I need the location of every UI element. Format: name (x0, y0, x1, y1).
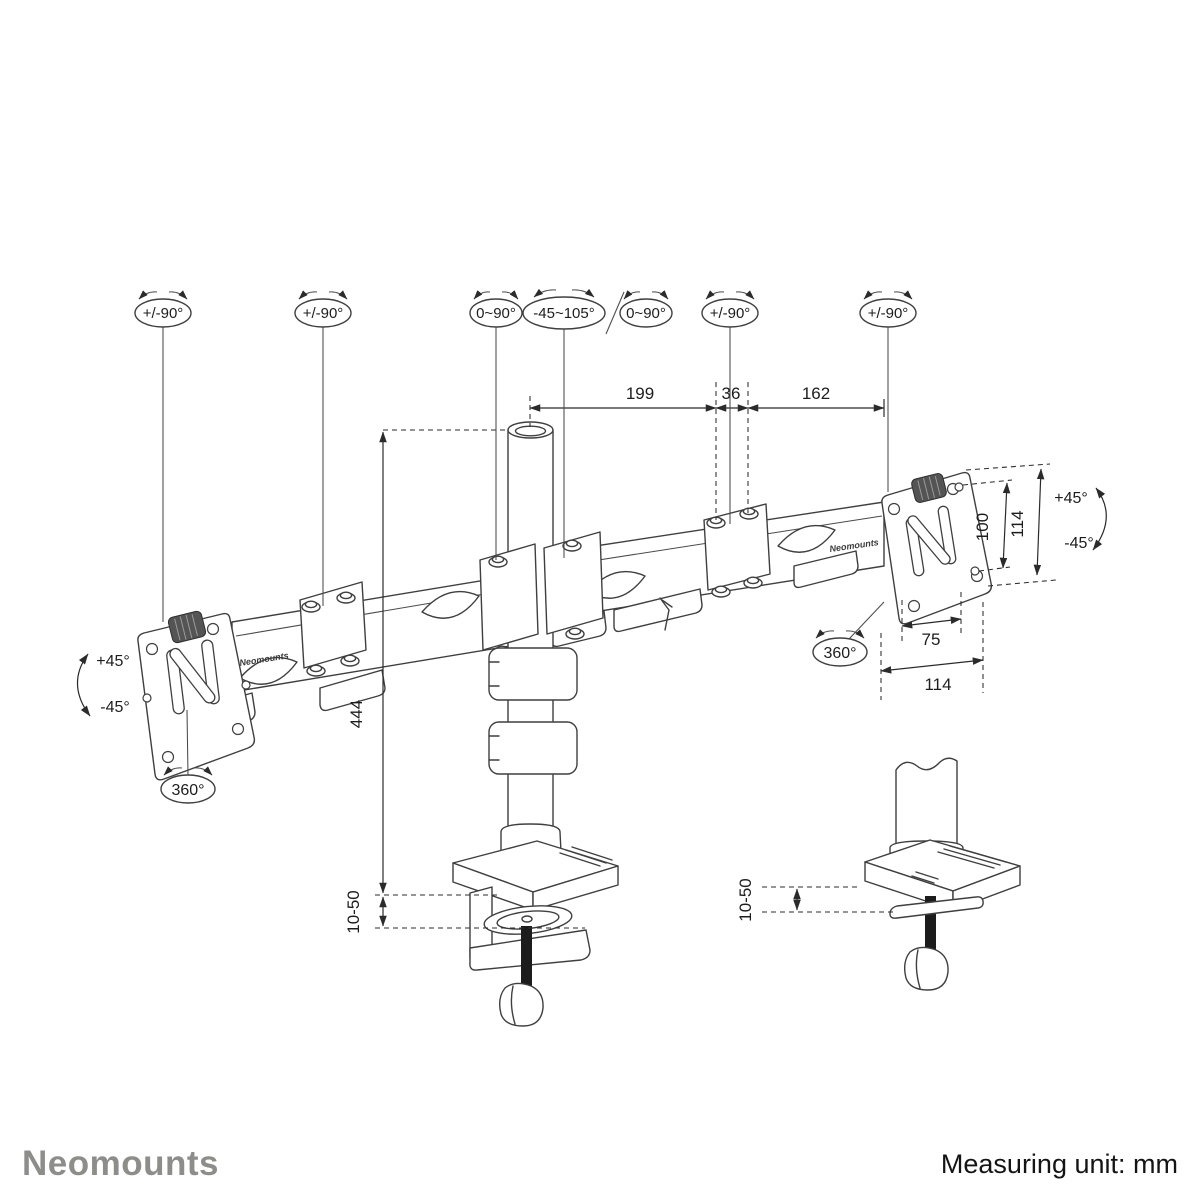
rotation-angle-labels: +/-90° +/-90° 0~90° -45~105° (76, 288, 1107, 804)
tilt-up-label: +45° (96, 653, 130, 670)
angle-bubble-5: 0~90° (619, 290, 673, 328)
dim-36: 36 (722, 384, 741, 403)
svg-text:+/-90°: +/-90° (143, 305, 184, 322)
dim-10-50-grommet: 10-50 (736, 878, 755, 921)
dim-10-50-clamp: 10-50 (344, 890, 363, 933)
angle-bubble-7: +/-90° (859, 290, 917, 328)
svg-text:+/-90°: +/-90° (303, 305, 344, 322)
left-vesa-plate (137, 610, 256, 781)
left-swivel-indicator: 360° (160, 709, 216, 804)
dim-444: 444 (347, 700, 366, 728)
grommet-bar (889, 896, 984, 919)
grommet-wing-knob (903, 946, 949, 991)
svg-text:-45~105°: -45~105° (533, 305, 594, 322)
svg-text:0~90°: 0~90° (626, 305, 666, 322)
grommet-clamp-detail (864, 757, 1021, 991)
dim-162: 162 (802, 384, 830, 403)
right-tilt-indicator: +45° -45° (1054, 487, 1107, 552)
right-tilt-knob (911, 473, 947, 503)
tension-lever (659, 597, 673, 631)
right-vesa-plate (881, 471, 993, 625)
dim-114-vertical: 114 (1008, 510, 1027, 537)
footer: Neomounts Measuring unit: mm (22, 1144, 1178, 1183)
brand-logo-text: Neomounts (22, 1144, 219, 1183)
dimension-lines: 199 36 162 444 10-50 10-50 100 114 75 (344, 382, 1057, 934)
dim-100: 100 (973, 513, 992, 541)
left-tilt-indicator: +45° -45° (76, 653, 130, 717)
angle-bubble-4: -45~105° (522, 288, 625, 335)
left-tilt-knob (167, 610, 207, 644)
svg-text:+/-90°: +/-90° (710, 305, 751, 322)
svg-text:+/-90°: +/-90° (868, 305, 909, 322)
tilt-down-label: -45° (1064, 535, 1094, 552)
swivel-label: 360° (171, 782, 204, 799)
cable-tab (613, 588, 703, 633)
svg-text:0~90°: 0~90° (476, 305, 516, 322)
cable-clip (488, 721, 578, 775)
right-swivel-indicator: 360° (812, 601, 885, 667)
tilt-up-label: +45° (1054, 490, 1088, 507)
measuring-unit-label: Measuring unit: mm (941, 1149, 1178, 1179)
dim-199: 199 (626, 384, 654, 403)
dim-114-horizontal: 114 (924, 675, 951, 694)
dual-monitor-arm-drawing: Neomounts Neomounts (137, 421, 1021, 1027)
dim-75: 75 (922, 630, 941, 649)
clamp-screw (521, 926, 532, 986)
left-arm-pole-clamp (479, 543, 539, 651)
angle-bubble-1: +/-90° (134, 290, 192, 328)
center-pole-assembly (452, 421, 619, 1027)
pole-cutaway (895, 757, 958, 846)
swivel-label: 360° (823, 645, 856, 662)
right-arm-pole-clamp (543, 531, 604, 635)
tilt-down-label: -45° (100, 699, 130, 716)
clamp-wing-knob (498, 982, 544, 1027)
left-arm: Neomounts (206, 575, 511, 732)
angle-bubble-6: +/-90° (701, 290, 759, 328)
angle-bubble-2: +/-90° (294, 290, 352, 328)
cable-clip (488, 647, 578, 701)
angle-bubble-3: 0~90° (469, 290, 523, 328)
cable-tab (793, 550, 859, 589)
